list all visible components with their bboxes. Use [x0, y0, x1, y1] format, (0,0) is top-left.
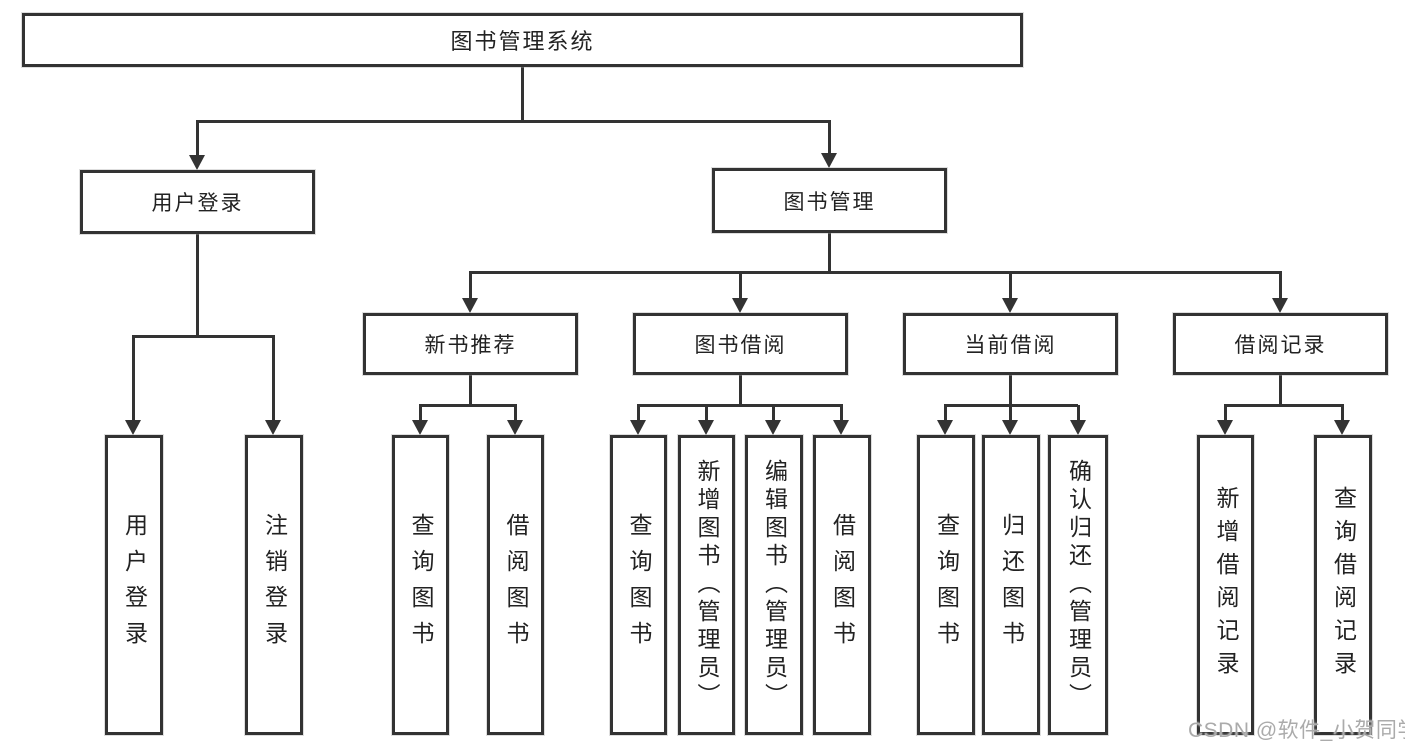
arrow-down-icon: [1070, 405, 1086, 435]
arrow-down-icon: [1334, 405, 1350, 435]
node-leaf-borrow-books-2: 借阅图书: [813, 435, 871, 735]
node-leaf-query-borrow-record: 查询借阅记录: [1314, 435, 1372, 735]
arrow-down-icon: [732, 272, 748, 313]
node-leaf-return-books: 归还图书: [982, 435, 1040, 735]
node-book-borrow: 图书借阅: [633, 313, 848, 375]
node-leaf-query-books-2: 查询图书: [610, 435, 667, 735]
connector-rail: [637, 404, 843, 407]
node-leaf-user-login: 用户登录: [105, 435, 163, 735]
csdn-watermark: CSDN @软件_小贺同学: [1188, 719, 1405, 742]
arrow-down-icon: [412, 405, 428, 435]
node-user-login: 用户登录: [80, 170, 315, 234]
node-leaf-add-borrow-record: 新增借阅记录: [1197, 435, 1254, 735]
arrow-down-icon: [833, 405, 849, 435]
connector-stem: [469, 374, 472, 407]
arrow-down-icon: [125, 336, 141, 435]
node-book-management: 图书管理: [712, 168, 947, 233]
connector-stem: [1009, 374, 1012, 407]
node-leaf-logout: 注销登录: [245, 435, 303, 735]
connector-stem: [739, 374, 742, 407]
arrow-down-icon: [1217, 405, 1233, 435]
arrow-down-icon: [1002, 405, 1018, 435]
connector-rail: [196, 120, 831, 123]
arrow-down-icon: [821, 121, 837, 168]
arrow-down-icon: [507, 405, 523, 435]
connector-rail: [132, 335, 275, 338]
arrow-down-icon: [698, 405, 714, 435]
arrow-down-icon: [937, 405, 953, 435]
connector-stem: [196, 233, 199, 338]
connector-stem: [1279, 374, 1282, 407]
arrow-down-icon: [1002, 272, 1018, 313]
node-leaf-add-books-admin: 新增图书（管理员）: [678, 435, 735, 735]
node-leaf-confirm-return-admin: 确认归还（管理员）: [1048, 435, 1108, 735]
node-leaf-borrow-books-1: 借阅图书: [487, 435, 544, 735]
arrow-down-icon: [765, 405, 781, 435]
arrow-down-icon: [189, 121, 205, 170]
connector-rail: [1224, 404, 1344, 407]
node-leaf-edit-books-admin: 编辑图书（管理员）: [745, 435, 803, 735]
node-root: 图书管理系统: [22, 13, 1023, 67]
node-new-book-recommend: 新书推荐: [363, 313, 578, 375]
connector-stem: [521, 65, 524, 122]
node-leaf-query-books-1: 查询图书: [392, 435, 449, 735]
arrow-down-icon: [1272, 272, 1288, 313]
node-borrow-records: 借阅记录: [1173, 313, 1388, 375]
connector-rail: [469, 271, 1282, 274]
connector-rail: [419, 404, 517, 407]
arrow-down-icon: [630, 405, 646, 435]
node-current-borrow: 当前借阅: [903, 313, 1118, 375]
arrow-down-icon: [462, 272, 478, 313]
arrow-down-icon: [265, 336, 281, 435]
connector-stem: [828, 232, 831, 274]
node-leaf-query-books-3: 查询图书: [917, 435, 975, 735]
